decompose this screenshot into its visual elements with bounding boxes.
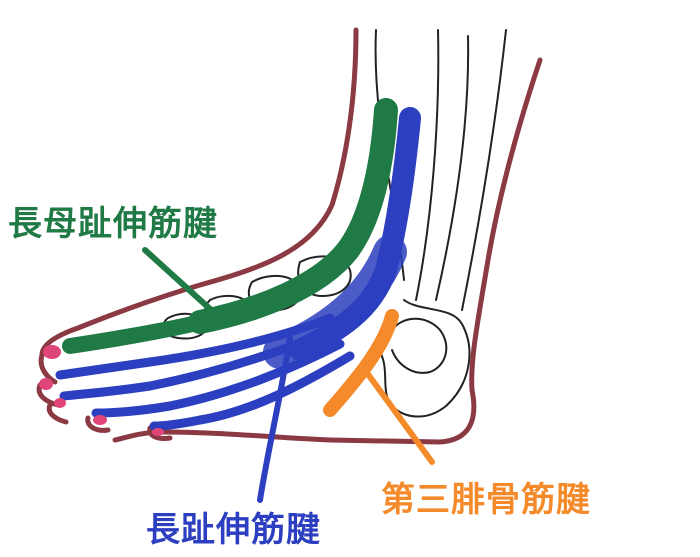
edl-tendon-sheath bbox=[263, 235, 407, 369]
fibula-outline bbox=[415, 29, 440, 301]
fibula-outline-back bbox=[435, 35, 470, 301]
toenail-fifth-toe bbox=[152, 428, 164, 436]
toenail-great-toe bbox=[43, 345, 61, 359]
ehl-leader-line bbox=[142, 247, 223, 321]
toenails bbox=[39, 345, 164, 436]
peroneus-tertius-label: 第三腓骨筋腱 bbox=[381, 480, 591, 520]
pt-tendon-body bbox=[323, 309, 399, 417]
leader-lines bbox=[142, 247, 435, 503]
edl-tendon-3 bbox=[91, 339, 345, 418]
ehl-muscle-belly bbox=[188, 98, 398, 334]
toenail-third-toe bbox=[54, 398, 66, 408]
extensor-hallucis-longus-label: 長母趾伸筋腱 bbox=[8, 204, 218, 244]
extensor-hallucis-longus-tendon bbox=[62, 98, 398, 354]
talus-outline bbox=[391, 317, 448, 374]
ehl-tendon bbox=[62, 312, 218, 354]
extensor-digitorum-longus-label: 長趾伸筋腱 bbox=[146, 510, 321, 550]
skin-outline bbox=[36, 27, 543, 445]
peroneus-tertius-tendon bbox=[323, 309, 399, 417]
edl-tendon-4 bbox=[149, 351, 355, 431]
pt-leader-line bbox=[359, 363, 435, 465]
skin-outline-toes bbox=[36, 352, 173, 441]
skin-outline-back bbox=[112, 57, 543, 445]
toenail-fourth-toe bbox=[93, 415, 107, 425]
extensor-digitorum-longus-tendon bbox=[55, 107, 421, 431]
edl-leader-line bbox=[257, 335, 293, 503]
toenail-second-toe bbox=[39, 378, 53, 390]
skin-outline-front bbox=[39, 27, 359, 358]
fibula-outline-rear bbox=[461, 29, 507, 311]
